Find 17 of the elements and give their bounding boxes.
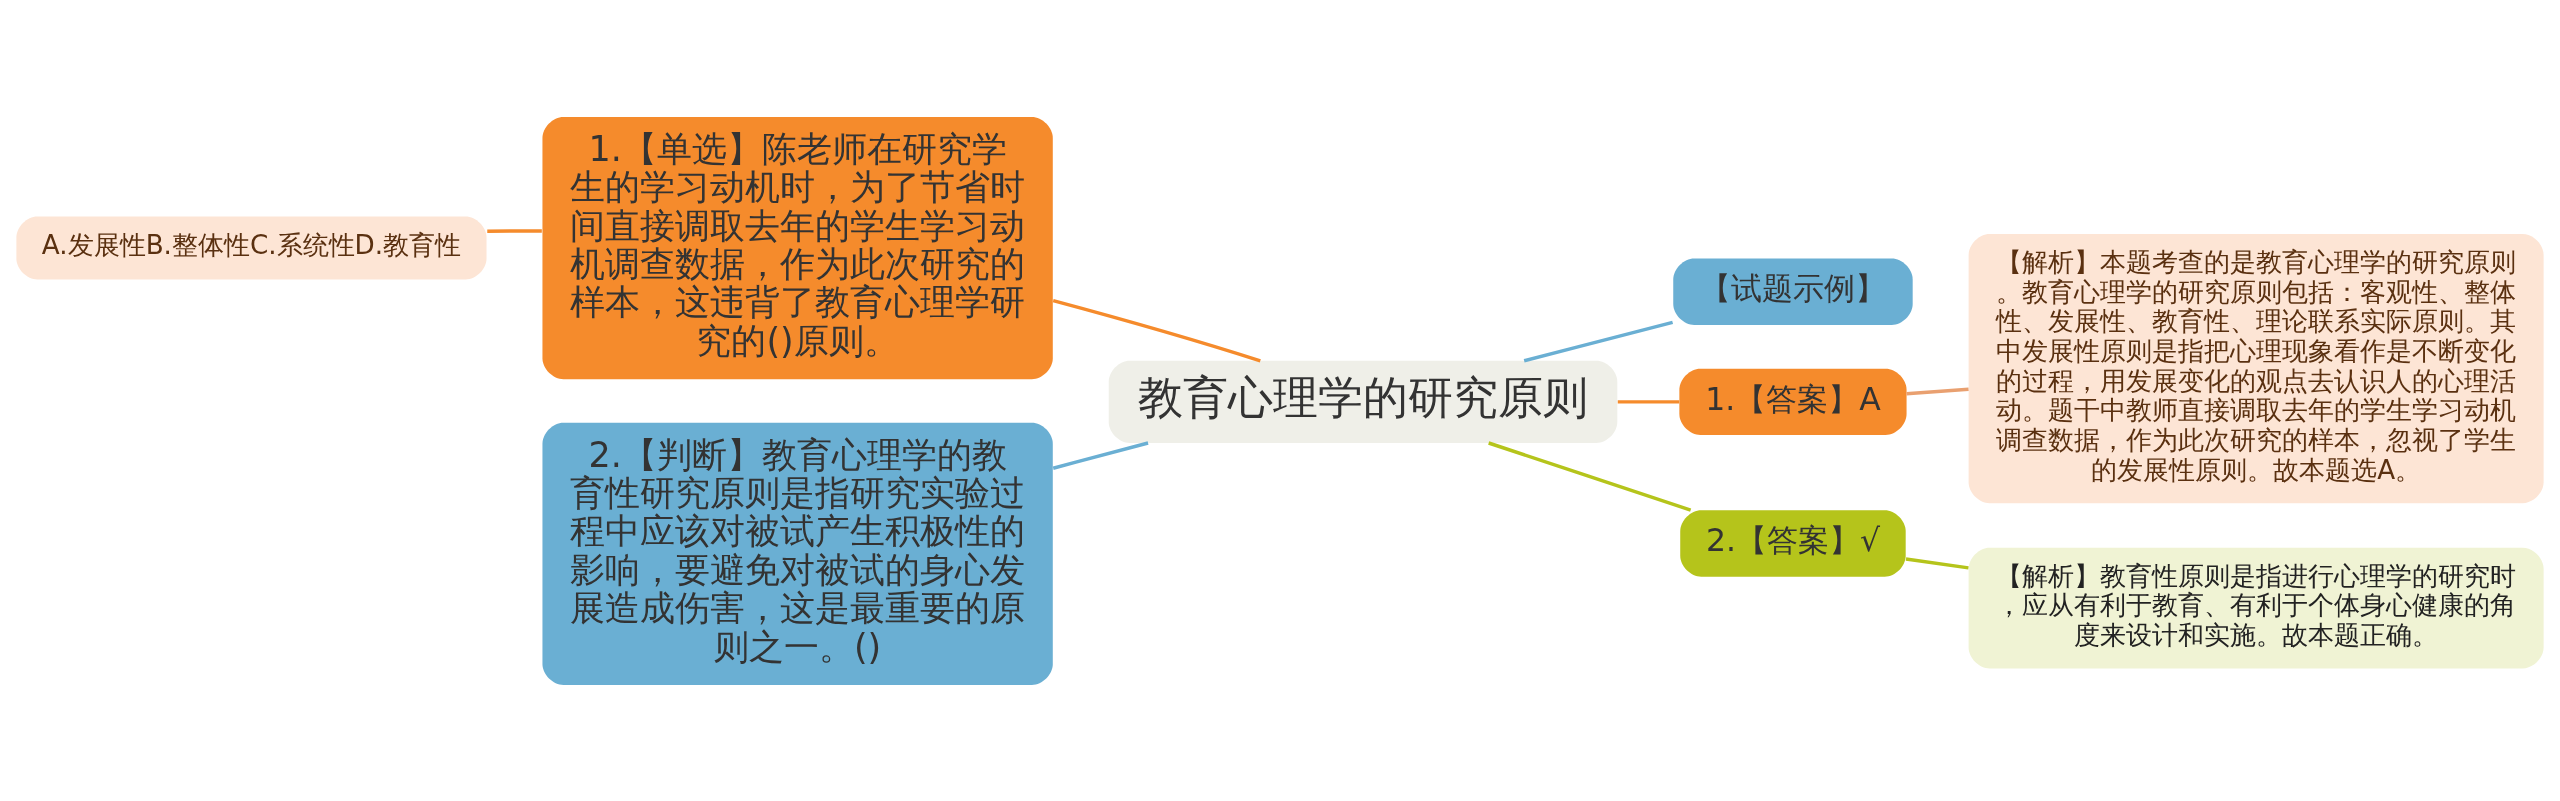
connector [1052,440,1149,470]
connector [1906,387,1969,396]
connector [1052,298,1261,362]
node-box: A.发展性B.整体性C.系统性D.教育性 [16,216,487,280]
node-box: 1.【单选】陈老师在研究学生的学习动机时，为了节省时间直接调取去年的学生学习动机调查数据，作为此次研究的样本，这违背了教育心理学研究的()原则。 [542,116,1053,379]
node-box: 【解析】本题考查的是教育心理学的研究原则。教育心理学的研究原则包括：客观性、整体性、发展性、教育性、理论联系实际原则。其中发展性原则是指把心理现象看作是不断变化的过程，用发展变化的观点去认识人的心理活动。题干中教师直接调取去年的学生学习动机调查数据，作为此次研究的样本，忽视了学生的发展性原则。故本题选A。 [1968,233,2544,503]
connector [1617,399,1680,404]
node-box: 教育心理学的研究原则 [1108,360,1618,443]
node-box: 【试题示例】 [1673,258,1913,325]
node-box: 1.【答案】A [1679,368,1907,435]
node-box: 2.【判断】教育心理学的教育性研究原则是指研究实验过程中应该对被试产生积极性的影响，要避免对被试的身心发展造成伤害，这是最重要的原则之一。() [542,422,1053,685]
connector [1523,320,1674,362]
node-box: 2.【答案】√ [1680,509,1906,577]
node-box: 【解析】教育性原则是指进行心理学的研究时，应从有利于教育、有利于个体身心健康的角度来设计和实施。故本题正确。 [1968,547,2544,668]
connector [487,228,542,233]
connector [1488,440,1692,512]
connector [1905,556,1969,570]
